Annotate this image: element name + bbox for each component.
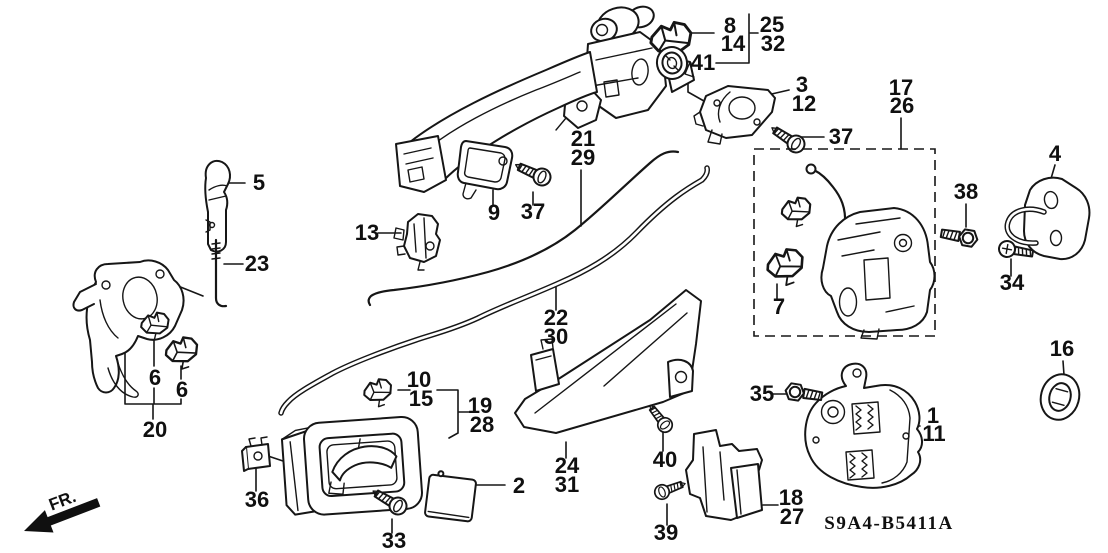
- callout-21: 21: [571, 126, 595, 151]
- callout-30: 30: [544, 324, 568, 349]
- callout-6-b: 6: [176, 377, 188, 402]
- callout-24: 24: [555, 453, 580, 478]
- callout-41: 41: [691, 50, 715, 75]
- rod-protector: [514, 289, 702, 434]
- callout-29: 29: [571, 145, 595, 170]
- callout-20: 20: [143, 417, 167, 442]
- callout-labels: 8 14 25 32 41 3 12 37 17 26 38 4 34 16 5…: [143, 12, 1074, 553]
- snap-6-b: [162, 334, 202, 373]
- lock-rod-21-29: [367, 150, 680, 307]
- callout-35: 35: [750, 381, 774, 406]
- callout-12: 12: [792, 91, 816, 116]
- striker: [1004, 176, 1091, 261]
- callout-28: 28: [470, 412, 494, 437]
- handle-base: [693, 85, 776, 145]
- callout-19: 19: [468, 393, 492, 418]
- screw-37-handle-base: [766, 120, 809, 157]
- knob-bracket: [72, 259, 185, 398]
- callout-5: 5: [253, 170, 265, 195]
- rear-bracket: [685, 429, 763, 521]
- callout-18: 18: [779, 485, 803, 510]
- rod-clamp-13: [393, 213, 441, 271]
- callout-27: 27: [780, 504, 804, 529]
- callout-11: 11: [922, 421, 945, 446]
- callout-25: 25: [760, 12, 784, 37]
- grommet-16: [1039, 373, 1081, 421]
- callout-37-base: 37: [829, 124, 853, 149]
- callout-38: 38: [954, 179, 978, 204]
- callout-4: 4: [1049, 141, 1062, 166]
- lock-assembly-boundary-box: [753, 148, 936, 337]
- lock-actuator: [804, 362, 923, 489]
- callout-16: 16: [1050, 336, 1074, 361]
- fr-arrow-icon: [24, 498, 101, 533]
- callout-39: 39: [654, 520, 678, 545]
- door-lock-assembly: [763, 163, 936, 340]
- callout-9: 9: [488, 200, 500, 225]
- callout-40: 40: [653, 447, 677, 472]
- screw-39: [651, 475, 689, 503]
- rod-clip-a: [778, 195, 815, 230]
- callout-31: 31: [555, 472, 579, 497]
- front-direction-arrow: FR.: [24, 487, 101, 533]
- inside-handle-rod-22-30: [278, 165, 710, 416]
- callout-13: 13: [355, 220, 379, 245]
- callout-15: 15: [409, 386, 433, 411]
- callout-1: 1: [927, 403, 939, 428]
- escutcheon-cap: [424, 470, 477, 523]
- callout-6-a: 6: [149, 365, 161, 390]
- callout-10: 10: [407, 367, 431, 392]
- outer-handle: [395, 5, 695, 193]
- callout-3: 3: [796, 72, 808, 97]
- knob-rod: [211, 238, 228, 308]
- callout-23: 23: [245, 251, 269, 276]
- callout-17: 17: [889, 75, 913, 100]
- callout-34: 34: [1000, 270, 1025, 295]
- callout-2: 2: [513, 473, 525, 498]
- callout-26: 26: [890, 93, 914, 118]
- cylinder-grommet: [655, 46, 689, 80]
- callout-32: 32: [761, 31, 785, 56]
- screw-37-handle-seat: [511, 156, 555, 190]
- diagram-code: S9A4-B5411A: [824, 513, 953, 534]
- callout-22: 22: [544, 305, 568, 330]
- handle-clip-10-15: [361, 376, 396, 410]
- handle-seat: [456, 140, 514, 200]
- callout-14: 14: [721, 31, 746, 56]
- callout-8: 8: [724, 13, 736, 38]
- inside-handle: [280, 416, 423, 516]
- lock-mounting-bolt-38: [939, 224, 980, 249]
- rod-clip-7: [763, 245, 808, 290]
- callout-33: 33: [382, 528, 406, 553]
- callout-37-seat: 37: [521, 199, 545, 224]
- callout-7: 7: [773, 294, 785, 319]
- callout-36: 36: [245, 487, 269, 512]
- snap-clip-36: [241, 436, 271, 472]
- lock-knob: [204, 160, 231, 253]
